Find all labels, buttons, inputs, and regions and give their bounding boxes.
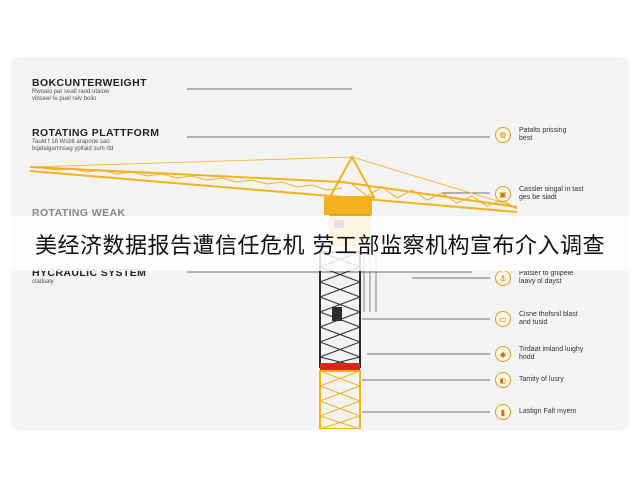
gear-icon: ⚙ [495, 127, 511, 143]
tower-base [318, 370, 362, 429]
callout-gear: ⚙ Patalts prissing best [495, 125, 614, 145]
label-rotating-platform: ROTATING PLATTFORM Tauld f 18 Wsbit arap… [32, 127, 202, 153]
right-leader-lines [362, 192, 490, 413]
callout-cab: ▣ Cassler singal in tast ges be siadt [495, 184, 614, 204]
callout-cable: ▭ Cisne thofsnil blast and tusid [495, 309, 614, 329]
callout-text: Tirdaat imland luighy hodd [519, 346, 584, 361]
callout-load: ▮ Lastign Falt myern [495, 402, 614, 422]
label-subtitle: Tauld f 18 Wsbit arapone sao bqidaigamns… [32, 139, 114, 152]
crane-jib [29, 166, 343, 198]
hook-icon: ⚓ [495, 270, 511, 286]
headline-banner: 美经济数据报告遭信任危机 劳工部监察机构宣布介入调查 [0, 216, 640, 271]
callout-trolley: ◆ Tirdaat imland luighy hodd [495, 344, 614, 364]
load-icon: ▮ [495, 404, 511, 420]
callout-text: Lastign Falt myern [519, 408, 577, 415]
trolley-icon: ◆ [495, 346, 511, 362]
label-title: ROTATING PLATTFORM [32, 127, 160, 139]
red-band [320, 363, 360, 371]
callout-text: Cassler singal in tast ges be siadt [519, 186, 584, 201]
callout-text: Patalts prissing best [519, 127, 567, 142]
crane-cab-icon: ▣ [495, 186, 511, 202]
label-subtitle: cladsaly [32, 279, 54, 285]
label-counterweight: BOKCUNTERWEIGHT Rwoaio par seatl raod ut… [32, 77, 202, 103]
callout-text: Tamity of lusry [519, 376, 564, 383]
cable-icon: ▭ [495, 311, 511, 327]
headline-text: 美经济数据报告遭信任危机 劳工部监察机构宣布介入调查 [35, 233, 605, 259]
callout-text: Patsier to gnipele laavy ol dayst [519, 270, 574, 285]
pulley-icon: ◐ [495, 372, 511, 388]
label-title: BOKCUNTERWEIGHT [32, 77, 147, 89]
callout-hook: ⚓ Patsier to gnipele laavy ol dayst [495, 268, 614, 288]
callout-text: Cisne thofsnil blast and tusid [519, 311, 578, 326]
label-subtitle: Rwoaio par seatl raod utaiow vibseer lu … [32, 89, 110, 102]
callout-pulley: ◐ Tamity of lusry [495, 370, 614, 390]
left-leader-lines [187, 88, 490, 273]
